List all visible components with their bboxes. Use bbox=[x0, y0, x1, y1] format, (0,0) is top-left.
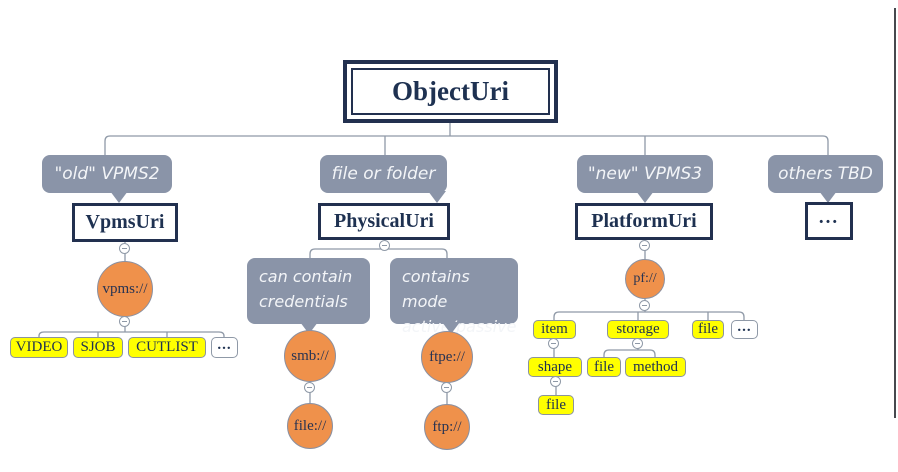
ftp-scheme-label: ftp:// bbox=[432, 418, 462, 435]
leaf-video-label: VIDEO bbox=[15, 339, 63, 355]
leaf-method[interactable]: method bbox=[625, 357, 686, 377]
callout-old-vpms2[interactable]: "old" VPMS2 bbox=[42, 155, 172, 193]
leaf-shape-file[interactable]: file bbox=[538, 395, 574, 415]
callout-pointer bbox=[819, 191, 837, 203]
callout-new-vpms3-label: "new" VPMS3 bbox=[587, 164, 703, 184]
node-objecturi-label: ObjectUri bbox=[392, 76, 509, 106]
minus-glyph bbox=[642, 305, 647, 306]
leaf-shape-file-label: file bbox=[546, 396, 566, 413]
callout-pointer bbox=[636, 191, 654, 203]
pf-scheme-label: pf:// bbox=[633, 271, 657, 286]
page-edge bbox=[894, 8, 896, 418]
leaf-storage-label: storage bbox=[616, 321, 660, 337]
minus-glyph bbox=[307, 387, 312, 388]
note-credentials[interactable]: can contain credentials bbox=[247, 258, 370, 324]
note-credentials-label: can contain credentials bbox=[259, 267, 353, 311]
node-vpms-scheme[interactable]: vpms:// bbox=[97, 261, 153, 317]
node-physicaluri[interactable]: PhysicalUri bbox=[318, 203, 450, 240]
note-mode-label: contains mode active/passive bbox=[402, 267, 517, 336]
node-file-scheme[interactable]: file:// bbox=[287, 403, 333, 449]
collapse-toggle[interactable] bbox=[304, 382, 315, 393]
leaf-file[interactable]: file bbox=[692, 320, 724, 339]
collapse-toggle[interactable] bbox=[550, 376, 561, 387]
collapse-toggle[interactable] bbox=[548, 338, 559, 349]
node-others-box[interactable]: ... bbox=[805, 202, 853, 240]
leaf-storage-file-label: file bbox=[594, 358, 614, 375]
collapse-toggle[interactable] bbox=[639, 300, 650, 311]
minus-glyph bbox=[551, 343, 556, 344]
minus-glyph bbox=[122, 321, 127, 322]
callout-pointer bbox=[110, 191, 128, 203]
collapse-toggle[interactable] bbox=[441, 382, 452, 393]
minus-glyph bbox=[635, 343, 640, 344]
file-scheme-label: file:// bbox=[293, 417, 327, 434]
callout-others-tbd-label: others TBD bbox=[778, 164, 873, 184]
node-platformuri-label: PlatformUri bbox=[591, 210, 697, 232]
leaf-cutlist-label: CUTLIST bbox=[136, 339, 198, 355]
node-physicaluri-label: PhysicalUri bbox=[334, 210, 434, 232]
node-platformuri[interactable]: PlatformUri bbox=[575, 203, 713, 240]
leaf-sjob-label: SJOB bbox=[80, 339, 116, 355]
callout-others-tbd[interactable]: others TBD bbox=[768, 155, 883, 193]
minus-glyph bbox=[642, 245, 647, 246]
collapse-toggle[interactable] bbox=[632, 338, 643, 349]
minus-glyph bbox=[382, 245, 387, 246]
collapse-toggle[interactable] bbox=[119, 243, 130, 254]
leaf-file-label: file bbox=[698, 321, 718, 337]
node-pf-scheme[interactable]: pf:// bbox=[625, 259, 665, 299]
leaf-item[interactable]: item bbox=[533, 320, 576, 339]
callout-file-or-folder[interactable]: file or folder bbox=[320, 155, 447, 193]
leaf-shape[interactable]: shape bbox=[528, 357, 582, 377]
leaf-sjob[interactable]: SJOB bbox=[73, 337, 123, 358]
leaf-method-label: method bbox=[633, 358, 678, 375]
note-mode[interactable]: contains mode active/passive bbox=[390, 258, 518, 336]
collapse-toggle[interactable] bbox=[379, 240, 390, 251]
callout-file-or-folder-label: file or folder bbox=[331, 164, 436, 184]
callout-new-vpms3[interactable]: "new" VPMS3 bbox=[577, 155, 713, 193]
vpms-scheme-label: vpms:// bbox=[102, 280, 148, 297]
leaf-vpms-more[interactable]: ... bbox=[211, 337, 238, 358]
node-ftpe-scheme[interactable]: ftpe:// bbox=[421, 331, 473, 383]
leaf-shape-label: shape bbox=[537, 358, 573, 375]
leaf-cutlist[interactable]: CUTLIST bbox=[128, 337, 206, 358]
minus-glyph bbox=[444, 387, 449, 388]
collapse-toggle[interactable] bbox=[119, 316, 130, 327]
callout-old-vpms2-label: "old" VPMS2 bbox=[54, 164, 160, 184]
leaf-storage[interactable]: storage bbox=[607, 320, 669, 339]
node-objecturi[interactable]: ObjectUri bbox=[343, 60, 558, 123]
leaf-platform-more[interactable]: ... bbox=[731, 319, 758, 339]
node-smb-scheme[interactable]: smb:// bbox=[284, 330, 336, 382]
node-ftp-scheme[interactable]: ftp:// bbox=[424, 404, 470, 450]
node-vpmsuri[interactable]: VpmsUri bbox=[72, 203, 178, 242]
collapse-toggle[interactable] bbox=[639, 240, 650, 251]
smb-scheme-label: smb:// bbox=[291, 347, 329, 364]
ftpe-scheme-label: ftpe:// bbox=[429, 348, 465, 365]
minus-glyph bbox=[122, 248, 127, 249]
node-vpmsuri-label: VpmsUri bbox=[85, 211, 165, 233]
leaf-item-label: item bbox=[541, 321, 568, 337]
leaf-video[interactable]: VIDEO bbox=[10, 337, 68, 358]
minus-glyph bbox=[553, 381, 558, 382]
leaf-storage-file[interactable]: file bbox=[587, 357, 621, 377]
callout-pointer bbox=[428, 191, 446, 203]
